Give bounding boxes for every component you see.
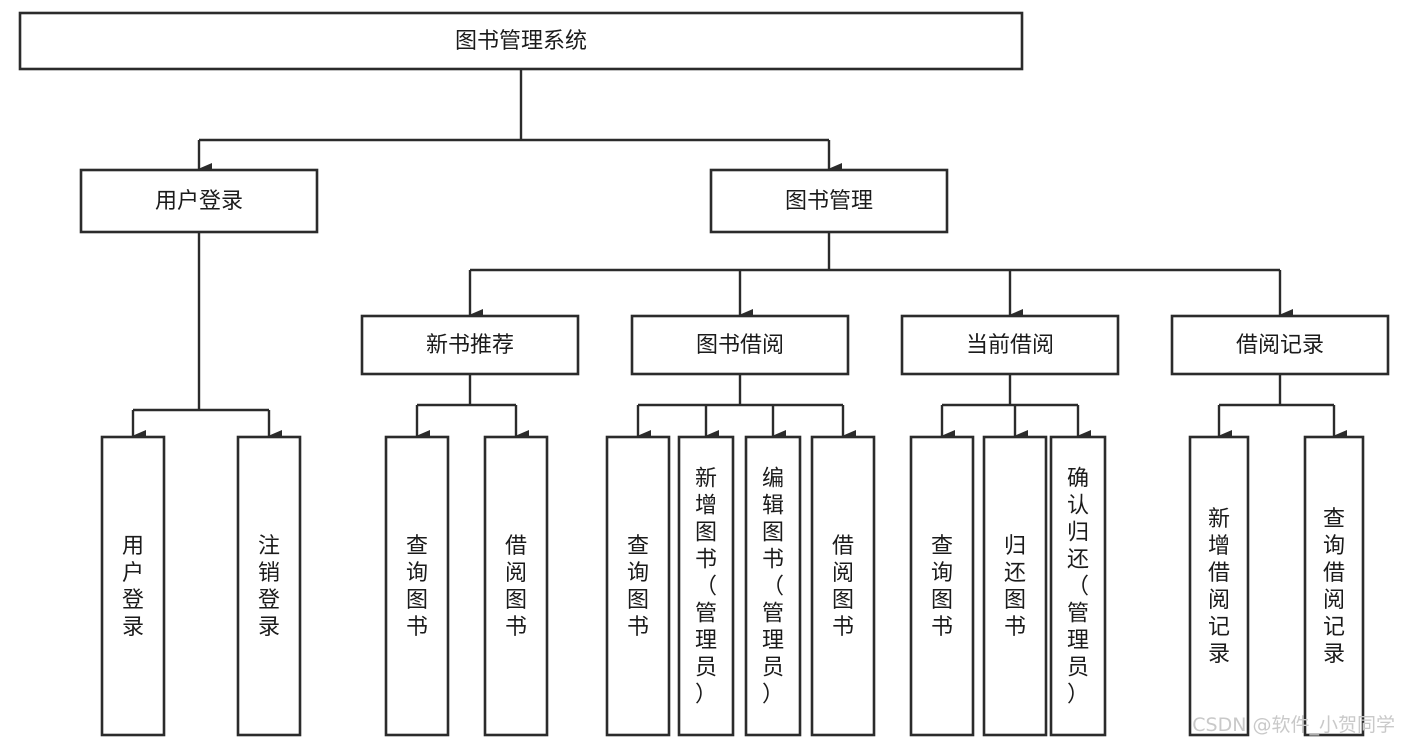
node-leaf-edit-book-admin[interactable]: 编辑图书（管理员） [744, 435, 802, 737]
connector-layer [131, 69, 1347, 442]
node-leaf-add-borrow-record[interactable]: 新增借阅记录 [1188, 435, 1250, 737]
node-rect-leaf-query-book-1 [384, 435, 450, 737]
node-label-book-borrow: 图书借阅 [696, 333, 784, 358]
node-rect-user-login [79, 168, 319, 234]
node-label-leaf-add-book-admin: 新增图书（管理员） [695, 467, 717, 708]
node-leaf-query-borrow-record[interactable]: 查询借阅记录 [1303, 435, 1365, 737]
node-leaf-borrow-book-1[interactable]: 借阅图书 [483, 435, 549, 737]
node-rect-book-borrow [630, 314, 850, 376]
node-rect-leaf-edit-book-admin [744, 435, 802, 737]
csdn-watermark: CSDN @软件_小贺同学 [1192, 714, 1395, 736]
node-rect-leaf-return-book [982, 435, 1048, 737]
node-leaf-return-book[interactable]: 归还图书 [982, 435, 1048, 737]
node-label-leaf-query-borrow-record: 查询借阅记录 [1323, 507, 1345, 667]
node-rect-leaf-add-borrow-record [1188, 435, 1250, 737]
node-rect-leaf-user-logout [236, 435, 302, 737]
node-leaf-query-book-1[interactable]: 查询图书 [384, 435, 450, 737]
node-label-new-book-recommend: 新书推荐 [426, 333, 514, 358]
node-new-book-recommend[interactable]: 新书推荐 [360, 314, 580, 376]
node-label-book-manage: 图书管理 [785, 189, 873, 214]
node-label-leaf-confirm-return-admin: 确认归还（管理员） [1067, 467, 1089, 708]
node-label-leaf-query-book-3: 查询图书 [931, 534, 953, 640]
node-label-leaf-user-logout: 注销登录 [258, 534, 280, 640]
node-label-leaf-user-login: 用户登录 [122, 534, 144, 640]
node-label-leaf-return-book: 归还图书 [1004, 534, 1026, 640]
node-label-leaf-borrow-book-2: 借阅图书 [832, 534, 854, 640]
node-rect-leaf-query-book-3 [909, 435, 975, 737]
node-book-borrow[interactable]: 图书借阅 [630, 314, 850, 376]
node-rect-borrow-record [1170, 314, 1390, 376]
node-user-login[interactable]: 用户登录 [79, 168, 319, 234]
node-layer: 图书管理系统用户登录图书管理新书推荐图书借阅当前借阅借阅记录用户登录注销登录查询… [18, 11, 1390, 737]
node-rect-leaf-borrow-book-2 [810, 435, 876, 737]
node-rect-leaf-add-book-admin [677, 435, 735, 737]
node-rect-leaf-query-borrow-record [1303, 435, 1365, 737]
node-rect-leaf-confirm-return-admin [1049, 435, 1107, 737]
node-rect-leaf-query-book-2 [605, 435, 671, 737]
node-label-root: 图书管理系统 [455, 29, 587, 54]
node-label-current-borrow: 当前借阅 [966, 333, 1054, 358]
node-label-user-login: 用户登录 [155, 189, 243, 214]
node-current-borrow[interactable]: 当前借阅 [900, 314, 1120, 376]
node-leaf-borrow-book-2[interactable]: 借阅图书 [810, 435, 876, 737]
node-leaf-confirm-return-admin[interactable]: 确认归还（管理员） [1049, 435, 1107, 737]
node-rect-leaf-borrow-book-1 [483, 435, 549, 737]
node-label-leaf-query-book-1: 查询图书 [406, 534, 428, 640]
node-leaf-user-login[interactable]: 用户登录 [100, 435, 166, 737]
node-label-leaf-add-borrow-record: 新增借阅记录 [1208, 507, 1230, 667]
node-rect-current-borrow [900, 314, 1120, 376]
node-rect-book-manage [709, 168, 949, 234]
node-book-manage[interactable]: 图书管理 [709, 168, 949, 234]
node-rect-root [18, 11, 1024, 71]
node-leaf-user-logout[interactable]: 注销登录 [236, 435, 302, 737]
node-leaf-query-book-3[interactable]: 查询图书 [909, 435, 975, 737]
node-rect-leaf-user-login [100, 435, 166, 737]
node-rect-new-book-recommend [360, 314, 580, 376]
node-leaf-query-book-2[interactable]: 查询图书 [605, 435, 671, 737]
node-label-leaf-query-book-2: 查询图书 [627, 534, 649, 640]
node-label-leaf-borrow-book-1: 借阅图书 [505, 534, 527, 640]
node-leaf-add-book-admin[interactable]: 新增图书（管理员） [677, 435, 735, 737]
node-label-borrow-record: 借阅记录 [1236, 333, 1324, 358]
node-root[interactable]: 图书管理系统 [18, 11, 1024, 71]
node-label-leaf-edit-book-admin: 编辑图书（管理员） [762, 467, 784, 708]
node-borrow-record[interactable]: 借阅记录 [1170, 314, 1390, 376]
